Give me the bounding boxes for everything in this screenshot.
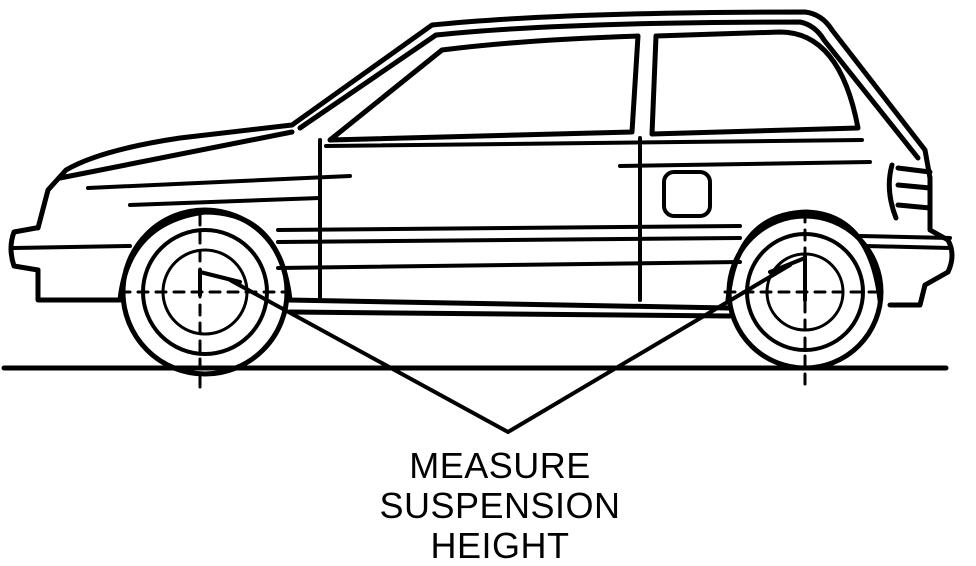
callout-leader-lines <box>228 263 792 434</box>
callout-line-3: HEIGHT <box>430 525 570 566</box>
callout-line-1: MEASURE <box>409 445 591 486</box>
car-body <box>8 9 955 319</box>
side-windows <box>327 29 861 143</box>
callout-line-2: SUSPENSION <box>379 485 621 526</box>
fuel-door <box>662 170 712 218</box>
door-trim <box>12 136 952 302</box>
measure-suspension-height-label: MEASURE SUSPENSION HEIGHT <box>300 446 700 566</box>
